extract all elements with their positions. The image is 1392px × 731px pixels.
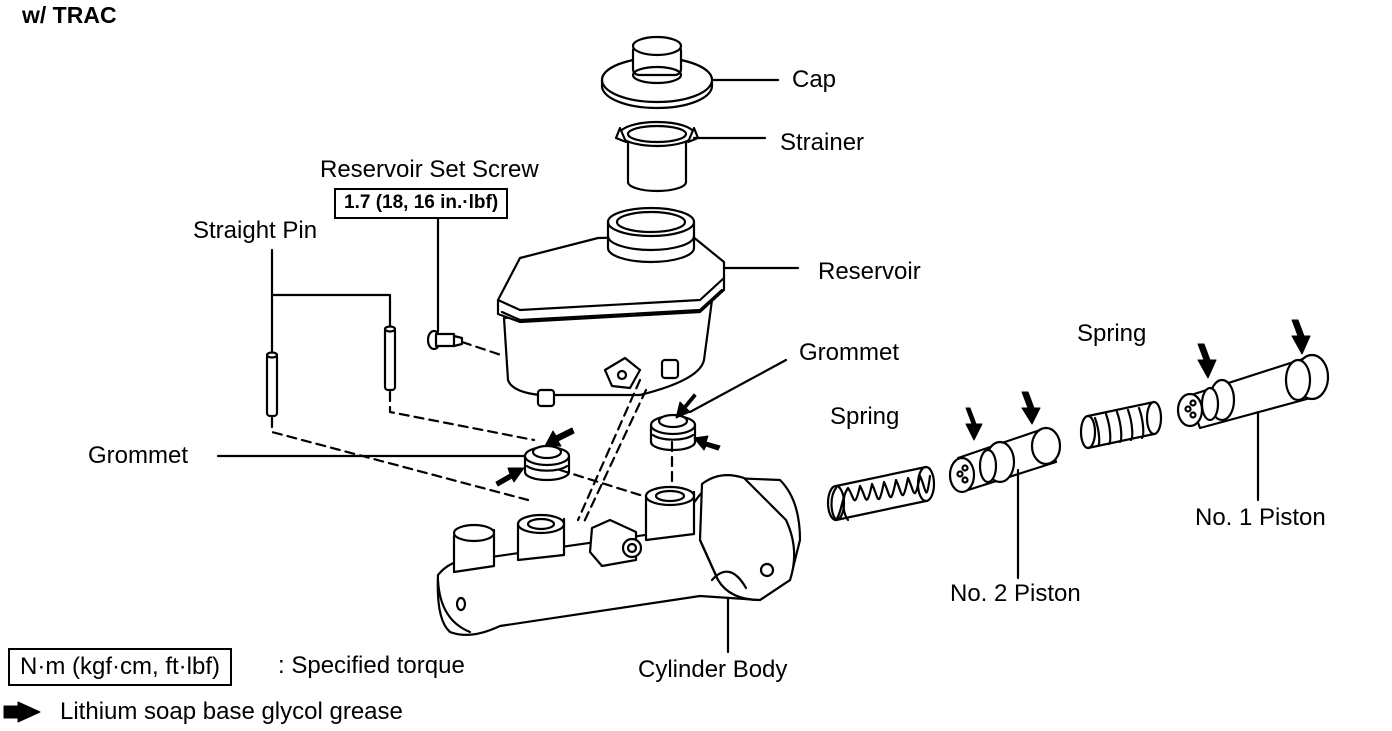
cap-part [600,35,714,110]
straight-pins-part [265,325,397,418]
no2-piston-label: No. 2 Piston [950,580,1081,607]
reservoir-dash-lines [558,378,674,524]
grommet-left-label: Grommet [88,442,189,469]
cylinder-body-label: Cylinder Body [638,656,788,683]
spring-right-part [1079,400,1163,450]
grease-arrows [495,319,1311,487]
reservoir-part [496,206,726,408]
no1-piston-label: No. 1 Piston [1195,504,1326,531]
spring-right-label: Spring [1077,320,1147,347]
grommet-right-label: Grommet [799,339,900,366]
grease-legend-desc: Lithium soap base glycol grease [60,698,403,725]
torque-legend-desc: : Specified torque [278,652,465,679]
set-screw-dash [460,340,506,358]
straight-pin-label: Straight Pin [193,217,318,244]
set-screw-part [426,329,464,351]
grease-legend-icon [3,701,41,723]
no1-piston-part [1176,353,1330,430]
reservoir-label: Reservoir [818,258,921,285]
grommet-right-leader [688,358,788,414]
no2-piston-part [948,426,1062,494]
spring-left-label: Spring [830,403,900,430]
reservoir-set-screw-label: Reservoir Set Screw [320,156,539,183]
cap-label: Cap [792,66,837,93]
cylinder-body-part [436,473,802,637]
torque-unit-legend: N·m (kgf·cm, ft·lbf) [8,648,232,687]
strainer-part [614,120,700,193]
straight-pin-leader [270,248,392,354]
pin-dash-lines [270,390,536,502]
spring-left-part [826,465,936,522]
variant-title: w/ TRAC [22,2,117,28]
grommet-left-part [523,444,571,482]
screw-torque-box: 1.7 (18, 16 in.·lbf) [334,188,509,219]
strainer-label: Strainer [780,129,865,156]
